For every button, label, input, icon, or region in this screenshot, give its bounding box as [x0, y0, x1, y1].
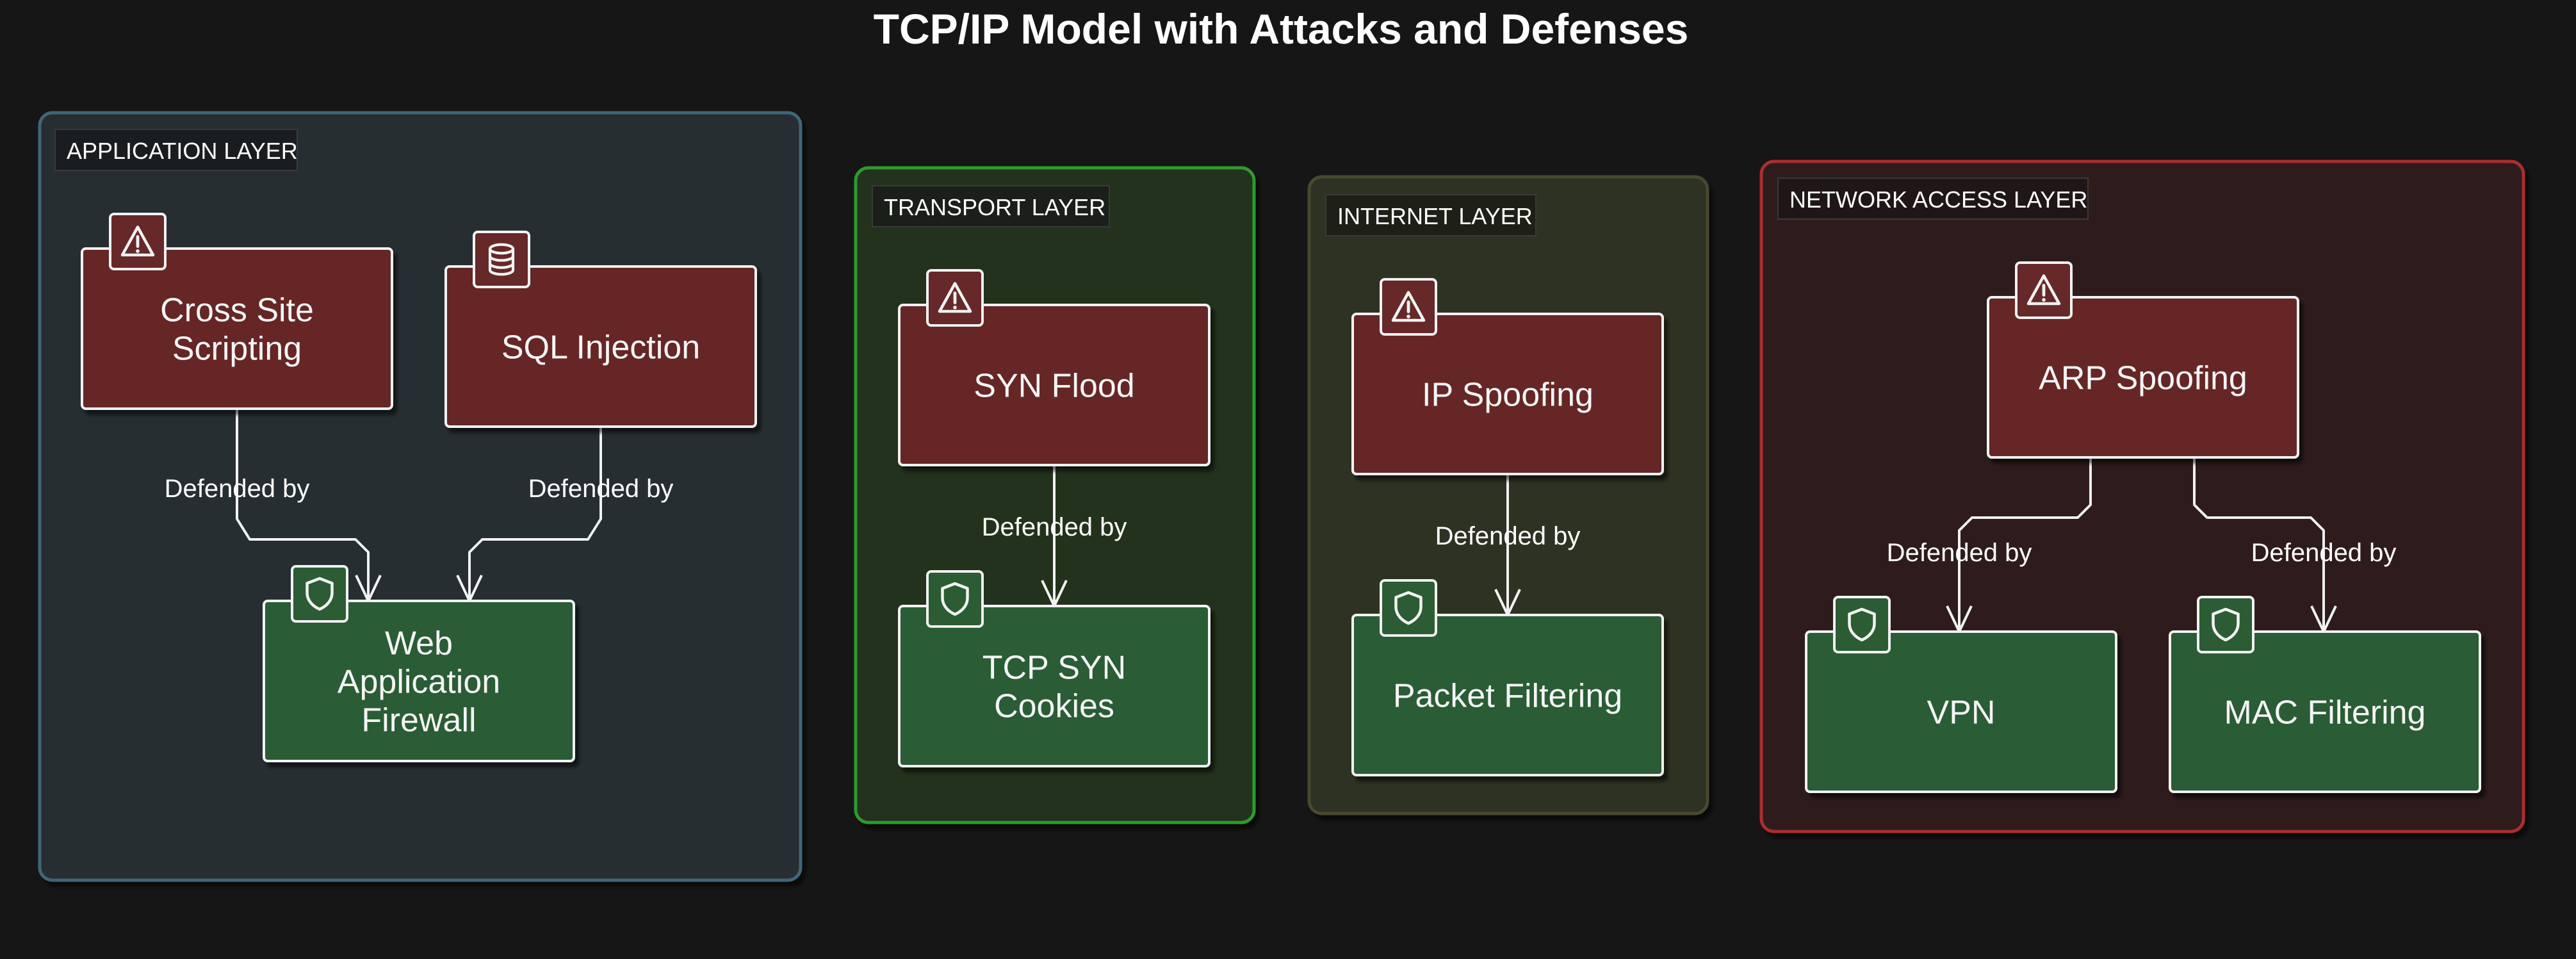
- shield-icon: [1833, 596, 1891, 653]
- warning-icon: [1380, 278, 1437, 336]
- warning-icon: [926, 269, 984, 327]
- node-box: [81, 247, 393, 410]
- node-box: [444, 265, 757, 428]
- shield-icon: [926, 570, 984, 628]
- node-label: Cookies: [994, 688, 1114, 725]
- node-packet-filtering[interactable]: Packet Filtering: [1351, 579, 1664, 776]
- node-label: Cross Site: [160, 292, 314, 329]
- node-label: Firewall: [361, 702, 476, 739]
- node-label: SYN Flood: [974, 368, 1134, 405]
- edge-ip-spoofing-to-packet-filtering: Defended by: [1435, 474, 1581, 616]
- edge-arp-spoofing-to-mac-filtering: Defended by: [2193, 457, 2397, 633]
- internet-layer-label: INTERNET LAYER: [1325, 194, 1537, 236]
- network-access-layer-label-text: NETWORK ACCESS LAYER: [1789, 186, 2087, 213]
- network-access-layer-label: NETWORK ACCESS LAYER: [1777, 177, 2089, 220]
- edge-line: [236, 409, 370, 601]
- edge-line: [468, 427, 602, 601]
- node-box: [1351, 614, 1664, 776]
- warning-icon: [2015, 261, 2073, 319]
- edge-line: [1958, 457, 2092, 632]
- application-layer-label: APPLICATION LAYER: [54, 129, 298, 171]
- edge-label: Defended by: [1435, 522, 1581, 550]
- node-label: Application: [338, 664, 500, 701]
- edge-line: [2193, 457, 2325, 632]
- diagram-title: TCP/IP Model with Attacks and Defenses: [874, 5, 1689, 53]
- node-box: [1987, 296, 2299, 459]
- node-label: MAC Filtering: [2224, 694, 2426, 732]
- node-box: [898, 304, 1211, 466]
- warning-icon: [109, 213, 167, 270]
- shield-icon: [291, 565, 348, 623]
- node-syn-flood[interactable]: SYN Flood: [898, 269, 1211, 466]
- node-box: [898, 605, 1211, 767]
- edge-xss-to-waf: Defended by: [165, 409, 382, 602]
- edge-label: Defended by: [2251, 539, 2397, 567]
- edge-sqli-to-waf: Defended by: [456, 427, 674, 602]
- edge-syn-flood-to-syn-cookies: Defended by: [982, 465, 1127, 607]
- node-box: [1351, 313, 1664, 475]
- edge-arp-spoofing-to-vpn: Defended by: [1887, 457, 2092, 633]
- node-ip-spoofing[interactable]: IP Spoofing: [1351, 278, 1664, 475]
- transport-layer-label-text: TRANSPORT LAYER: [884, 194, 1105, 220]
- transport-layer-label: TRANSPORT LAYER: [872, 185, 1110, 227]
- node-box: [1805, 630, 2117, 793]
- node-label: TCP SYN: [982, 650, 1126, 687]
- database-icon: [473, 231, 530, 288]
- node-arp-spoofing[interactable]: ARP Spoofing: [1987, 261, 2299, 459]
- edges: Defended by Defended by Defended by Defende…: [165, 409, 2397, 633]
- node-label: Packet Filtering: [1393, 678, 1622, 715]
- application-layer-label-text: APPLICATION LAYER: [67, 138, 298, 164]
- node-label: VPN: [1927, 694, 1996, 732]
- internet-layer-label-text: INTERNET LAYER: [1337, 203, 1533, 229]
- edge-label: Defended by: [165, 475, 310, 503]
- node-label: Scripting: [172, 331, 302, 368]
- node-mac-filtering[interactable]: MAC Filtering: [2169, 596, 2481, 793]
- node-box: [263, 600, 575, 762]
- edge-label: Defended by: [982, 513, 1127, 541]
- node-box: [2169, 630, 2481, 793]
- node-label: IP Spoofing: [1422, 377, 1594, 414]
- node-label: ARP Spoofing: [2039, 360, 2247, 397]
- node-label: SQL Injection: [501, 329, 700, 366]
- node-sqli[interactable]: SQL Injection: [444, 231, 757, 428]
- shield-icon: [2197, 596, 2254, 653]
- node-label: Web: [385, 625, 453, 662]
- edge-label: Defended by: [528, 475, 674, 503]
- edge-label: Defended by: [1887, 539, 2032, 567]
- node-vpn[interactable]: VPN: [1805, 596, 2117, 793]
- shield-icon: [1380, 579, 1437, 637]
